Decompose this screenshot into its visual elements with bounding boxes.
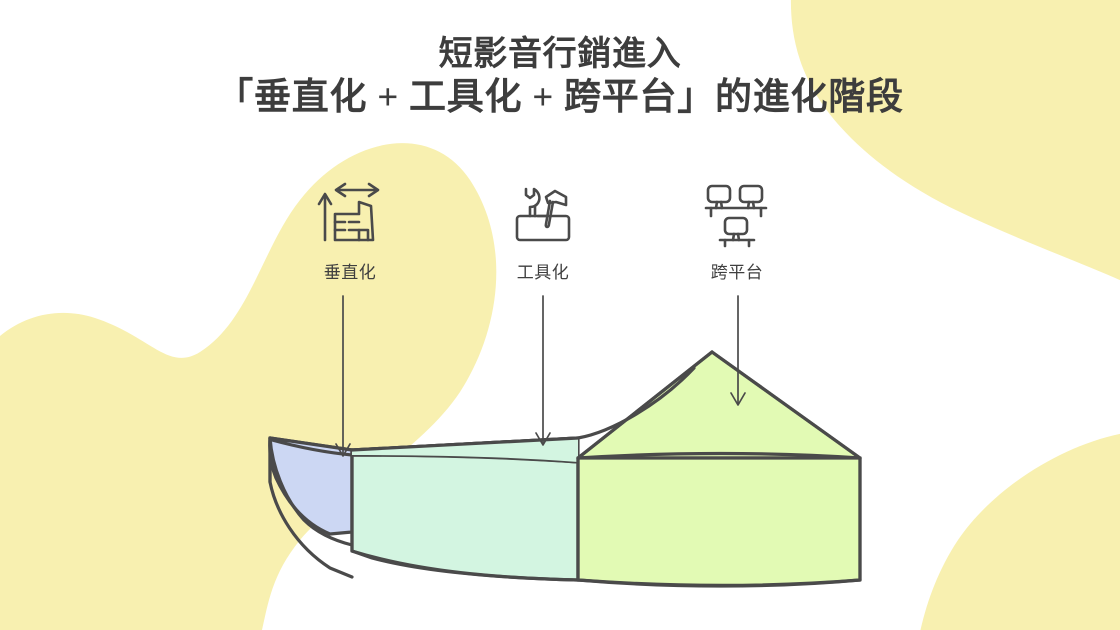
diagram-layer-cross-platform bbox=[576, 350, 862, 588]
node-tool[interactable]: 工具化 bbox=[473, 180, 613, 283]
page-title: 短影音行銷進入 「垂直化 + 工具化 + 跨平台」的進化階段 bbox=[0, 34, 1120, 121]
layer3-peak-right bbox=[710, 350, 862, 460]
layer2-top bbox=[350, 436, 580, 464]
layer3-peak bbox=[576, 350, 862, 460]
layer1-outer-edge bbox=[268, 436, 354, 579]
layer2-mid-curve bbox=[350, 453, 580, 464]
layer3-top-curve bbox=[576, 451, 862, 460]
layer3-bottom-curve bbox=[576, 578, 862, 588]
node-cross-platform[interactable]: 跨平台 bbox=[667, 180, 807, 283]
layer3-front bbox=[576, 456, 862, 587]
layer2-back-slope bbox=[350, 366, 696, 452]
layer2-front bbox=[350, 453, 580, 582]
multi-monitor-icon bbox=[704, 184, 768, 248]
connector-arrowhead-cross bbox=[730, 392, 746, 406]
connector-arrowhead-vertical bbox=[335, 443, 351, 457]
connector-arrows bbox=[335, 295, 746, 457]
node-label-vertical: 垂直化 bbox=[323, 263, 377, 282]
node-vertical[interactable]: 垂直化 bbox=[280, 180, 420, 283]
layer2-upper-slope bbox=[350, 436, 580, 452]
toolbox-wrench-hammer-icon bbox=[515, 187, 571, 242]
layer1-top bbox=[268, 436, 354, 457]
node-label-tool: 工具化 bbox=[516, 263, 570, 282]
layer2-slope-surface bbox=[352, 438, 578, 462]
yellow-blob-bottom-right bbox=[920, 433, 1120, 630]
connector-arrowhead-tool bbox=[535, 432, 551, 446]
yellow-blob-left bbox=[0, 143, 497, 630]
building-growth-icon bbox=[317, 182, 380, 242]
title-line-1: 短影音行銷進入 bbox=[438, 36, 682, 73]
layer1-top-edge bbox=[268, 436, 354, 547]
title-line-2: 「垂直化 + 工具化 + 跨平台」的進化階段 bbox=[216, 77, 904, 119]
diagram-layer-vertical bbox=[268, 436, 354, 579]
layer3-peak-left bbox=[576, 350, 714, 460]
node-label-cross-platform: 跨平台 bbox=[710, 263, 764, 282]
layer2-bottom-curve bbox=[350, 549, 580, 582]
diagram-layer-tool bbox=[350, 436, 580, 582]
layer1-body bbox=[268, 436, 354, 536]
